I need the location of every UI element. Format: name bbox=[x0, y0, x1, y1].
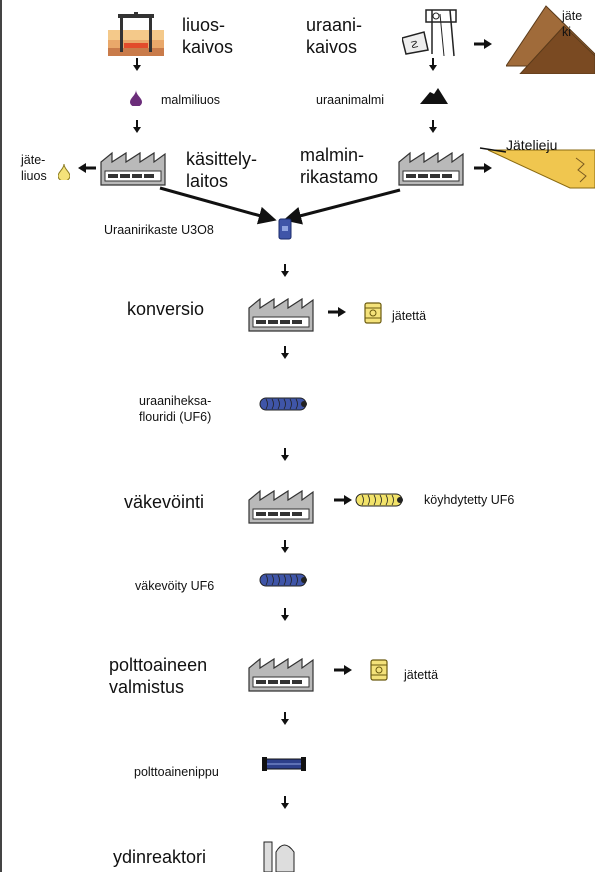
ore-pile-icon bbox=[420, 88, 448, 104]
uranium-concentrate-label: Uraanirikaste U3O8 bbox=[104, 223, 214, 237]
uf6-label: uraaniheksa- flouridi (UF6) bbox=[139, 394, 212, 424]
nuclear-reactor-label: ydinreaktori bbox=[113, 847, 207, 867]
waste-barrel-icon bbox=[364, 302, 382, 324]
left-border bbox=[0, 0, 2, 872]
arrow-down-icon bbox=[429, 120, 437, 133]
factory-icon bbox=[248, 297, 314, 332]
waste-barrel-icon bbox=[370, 659, 388, 681]
waste-1-label: jätettä bbox=[392, 309, 427, 323]
arrow-down-icon bbox=[281, 448, 289, 461]
factory-icon bbox=[248, 657, 314, 692]
arrow-down-icon bbox=[281, 712, 289, 725]
enriched-uf6-cylinder-icon bbox=[259, 573, 307, 587]
arrow-left-icon bbox=[78, 163, 96, 173]
enrichment-label: väkevöinti bbox=[124, 492, 205, 512]
converge-right-arrow bbox=[283, 188, 401, 225]
uf6-cylinder-icon bbox=[259, 397, 307, 411]
drop-icon bbox=[130, 90, 142, 106]
arrow-down-icon bbox=[429, 58, 437, 71]
uranium-mine-label: uraani- kaivos bbox=[306, 15, 363, 57]
converge-left-arrow bbox=[159, 186, 277, 225]
factory-icon bbox=[100, 151, 166, 186]
arrow-right-icon bbox=[328, 307, 346, 317]
arrow-down-icon bbox=[281, 608, 289, 621]
reactor-icon bbox=[263, 841, 295, 872]
uranium-ore-label: uraanimalmi bbox=[316, 93, 385, 107]
conversion-label: konversio bbox=[127, 299, 205, 319]
waste-heap-icon bbox=[506, 5, 595, 74]
depleted-uf6-cylinder-icon bbox=[355, 493, 403, 507]
arrow-down-icon bbox=[133, 58, 141, 71]
ore-solution-label: malmiliuos bbox=[161, 93, 221, 107]
enriched-uf6-label: väkevöity UF6 bbox=[135, 579, 215, 593]
depleted-uf6-label: köyhdytetty UF6 bbox=[424, 493, 515, 507]
ore-concentrator-label: malmin- rikastamo bbox=[300, 145, 379, 187]
arrow-down-icon bbox=[281, 796, 289, 809]
arrow-right-icon bbox=[474, 163, 492, 173]
arrow-down-icon bbox=[281, 264, 289, 277]
waste-heap-label: jäte ki bbox=[562, 9, 583, 39]
arrow-down-icon bbox=[281, 540, 289, 553]
arrow-down-icon bbox=[133, 120, 141, 133]
tailings-label: Jätelieju bbox=[506, 137, 558, 153]
factory-icon bbox=[248, 489, 314, 524]
arrow-right-icon bbox=[334, 495, 352, 505]
tailings-pond-icon bbox=[479, 147, 595, 189]
svg-text:☡: ☡ bbox=[410, 40, 419, 51]
arrow-down-icon bbox=[281, 346, 289, 359]
processing-plant-label: käsittely- laitos bbox=[186, 149, 258, 191]
leach-mine-label: liuos- kaivos bbox=[182, 15, 234, 57]
arrow-right-icon bbox=[334, 665, 352, 675]
fuel-bundle-icon bbox=[262, 757, 306, 771]
concentrate-drum-icon bbox=[278, 218, 292, 240]
factory-icon bbox=[398, 151, 464, 186]
uranium-mine-icon: ☡ bbox=[402, 9, 457, 57]
waste-solution-label: jäte- liuos bbox=[21, 153, 47, 183]
yellow-drop-icon bbox=[58, 164, 70, 180]
leach-mine-icon bbox=[108, 12, 164, 56]
fuel-bundle-label: polttoainenippu bbox=[134, 765, 219, 779]
arrow-to-waste-heap-icon bbox=[474, 39, 492, 49]
waste-2-label: jätettä bbox=[404, 668, 439, 682]
fuel-fabrication-label: polttoaineen valmistus bbox=[109, 655, 208, 697]
